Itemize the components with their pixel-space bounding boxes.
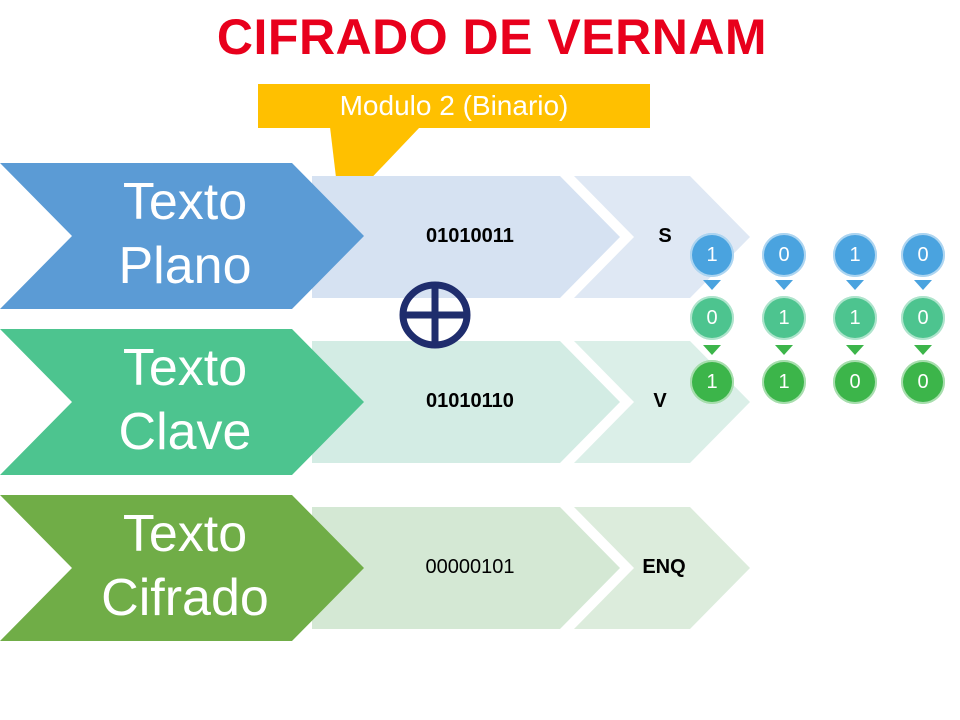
row-plano-label: Texto Plano [35, 170, 335, 298]
row-clave-bits-chevron [312, 341, 620, 463]
bit-node-bottom: 1 [690, 360, 734, 404]
bit-node-top: 0 [762, 233, 806, 277]
row-plano-label-chevron [0, 163, 364, 309]
bit-node-bottom: 0 [901, 360, 945, 404]
row-plano-bits-chevron [312, 176, 620, 298]
arrow-down-icon [703, 280, 721, 290]
row-clave-label-line2: Clave [118, 403, 252, 461]
arrow-down-icon [846, 345, 864, 355]
bit-node-middle: 0 [901, 296, 945, 340]
xor-circle-plus-icon [399, 281, 471, 349]
row-cifrado-label: Texto Cifrado [35, 502, 335, 630]
row-cifrado-char: ENQ [642, 555, 686, 578]
row-clave-label-chevron [0, 329, 364, 475]
bit-node-top: 0 [901, 233, 945, 277]
row-cifrado-label-chevron [0, 495, 364, 641]
page-title: CIFRADO DE VERNAM [216, 9, 768, 65]
row-cifrado-label-line1: Texto [122, 505, 248, 563]
bit-node-middle: 1 [762, 296, 806, 340]
row-plano-bits: 01010011 [426, 224, 514, 247]
bit-node-middle: 0 [690, 296, 734, 340]
row-plano-label-line2: Plano [118, 237, 252, 295]
row-cifrado-bits-chevron [312, 507, 620, 629]
bit-node-bottom: 1 [762, 360, 806, 404]
bit-node-middle: 1 [833, 296, 877, 340]
arrow-down-icon [914, 280, 932, 290]
row-clave-label-line1: Texto [122, 339, 248, 397]
row-cifrado-bits: 00000101 [425, 555, 515, 578]
row-plano-char: S [658, 224, 672, 247]
row-cifrado-label-line2: Cifrado [101, 569, 269, 627]
row-clave-label: Texto Clave [35, 336, 335, 464]
row-cifrado-char-chevron [574, 507, 750, 629]
row-plano-label-line1: Texto [122, 173, 248, 231]
arrow-down-icon [914, 345, 932, 355]
bit-node-top: 1 [833, 233, 877, 277]
arrow-down-icon [775, 345, 793, 355]
row-clave-bits: 01010110 [426, 389, 514, 412]
arrow-down-icon [775, 280, 793, 290]
arrow-down-icon [703, 345, 721, 355]
callout-modulo: Modulo 2 (Binario) [258, 84, 650, 128]
bit-node-bottom: 0 [833, 360, 877, 404]
bit-node-top: 1 [690, 233, 734, 277]
row-clave-char: V [653, 389, 667, 412]
arrow-down-icon [846, 280, 864, 290]
